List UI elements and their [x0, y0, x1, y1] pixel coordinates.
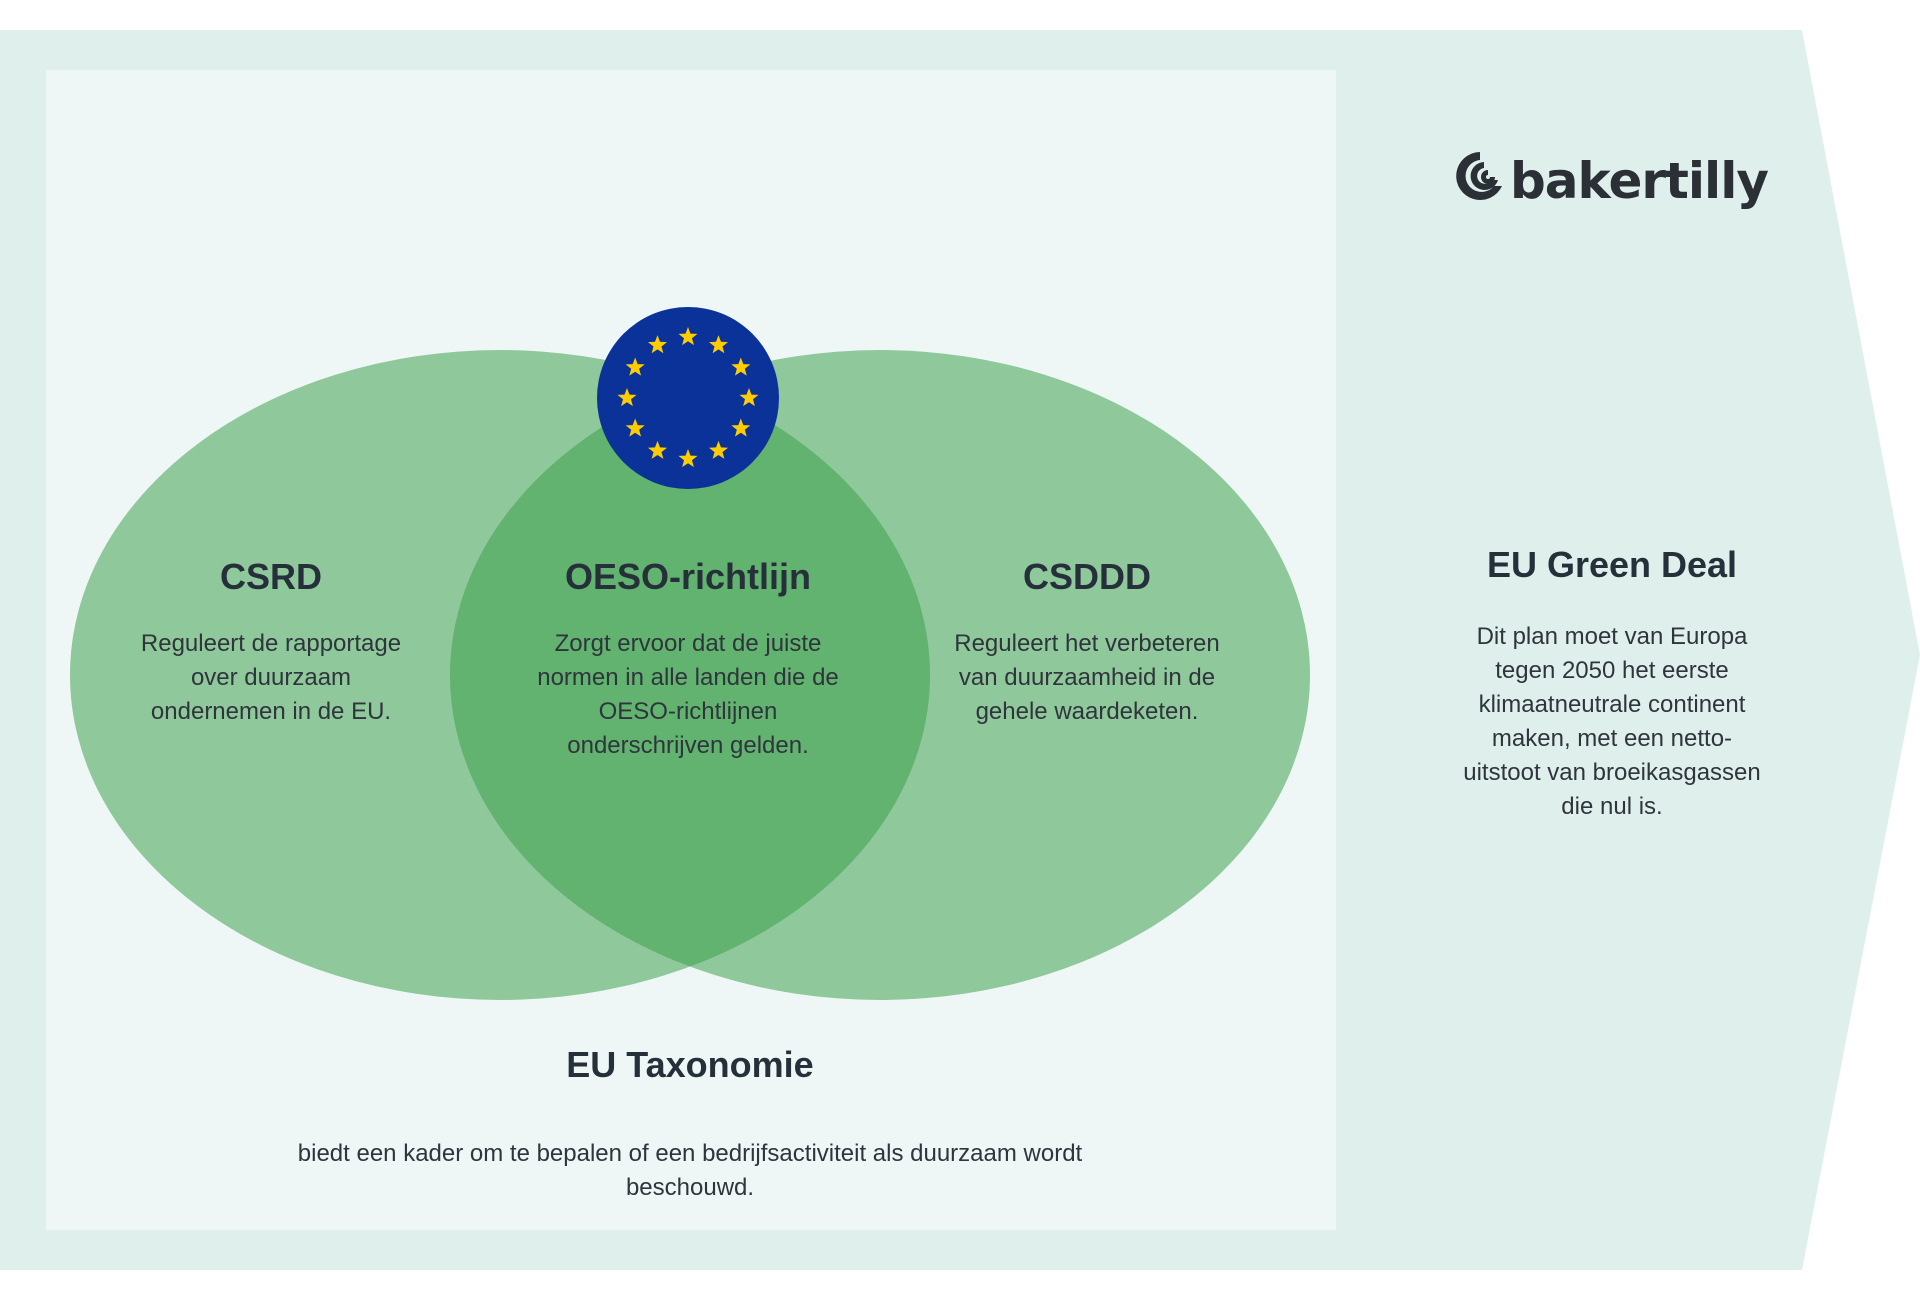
eu-star-icon [708, 335, 729, 354]
bakertilly-wordmark: bakertilly [1510, 152, 1769, 210]
eu-star-icon [739, 388, 759, 407]
eu-flag-disc [597, 307, 779, 489]
eu-star-icon [708, 440, 729, 459]
eu-star-icon [731, 357, 751, 376]
bakertilly-logo: bakertilly [1450, 140, 1769, 220]
eu-star-icon [625, 357, 645, 376]
eu-flag-icon [597, 307, 779, 489]
taxonomy-title: EU Taxonomie [566, 1044, 814, 1085]
bakertilly-logo-icon [1456, 152, 1502, 200]
csddd-title: CSDDD [1022, 556, 1151, 597]
eu-star-icon [647, 335, 668, 354]
green-deal-title: EU Green Deal [1486, 544, 1738, 585]
eu-star-icon [731, 418, 751, 437]
taxonomy-description: biedt een kader om te bepalen of een bed… [297, 1140, 1083, 1201]
csrd-title: CSRD [219, 556, 322, 597]
eu-stars [617, 327, 759, 468]
csddd-description: Reguleert het verbeteren van duurzaamhei… [954, 630, 1220, 725]
oeso-title: OESO-richtlijn [564, 556, 812, 597]
oeso-description: Zorgt ervoor dat de juiste normen in all… [537, 630, 839, 759]
eu-star-icon [647, 440, 668, 459]
eu-star-icon [678, 327, 698, 346]
eu-star-icon [678, 449, 698, 468]
eu-star-icon [625, 418, 645, 437]
eu-star-icon [617, 388, 637, 407]
overlap-area [450, 350, 930, 1000]
csrd-description: Reguleert de rapportage over duurzaam on… [140, 630, 402, 725]
green-deal-description: Dit plan moet van Europa tegen 2050 het … [1463, 623, 1761, 820]
